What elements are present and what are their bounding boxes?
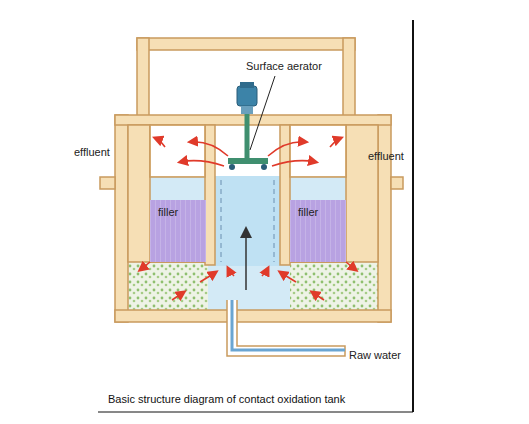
- figure-caption: Basic structure diagram of contact oxida…: [108, 393, 345, 405]
- filler-label: filler: [158, 206, 202, 219]
- part-label: effluent: [74, 146, 110, 159]
- filler-block: filler: [150, 200, 206, 262]
- part-label: Surface aerator: [246, 60, 322, 73]
- filler-block: filler: [290, 200, 346, 262]
- part-label: Raw water: [349, 349, 401, 362]
- filler-label: filler: [298, 206, 342, 219]
- part-label: effluent: [368, 150, 404, 163]
